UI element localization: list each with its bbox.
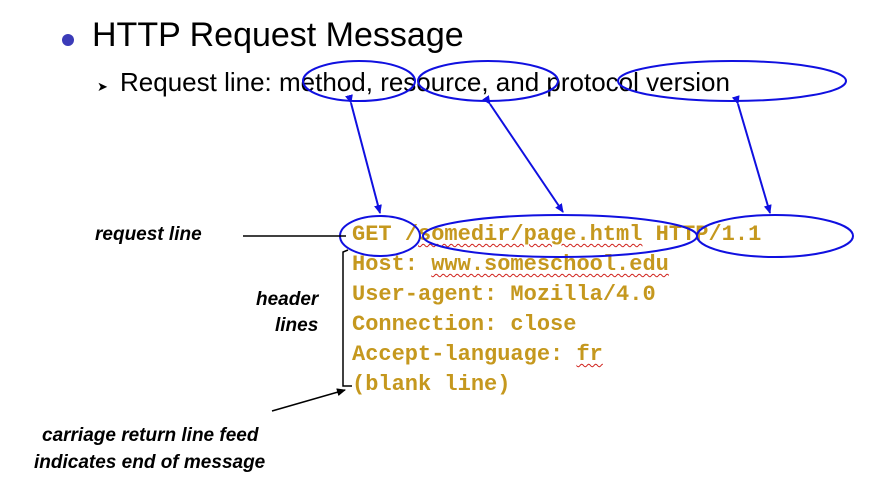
- crlf-label-2: indicates end of message: [34, 452, 266, 473]
- protocol-arrow: [731, 95, 772, 214]
- crlf-arrow: [271, 388, 346, 412]
- method-ellipse: [302, 60, 416, 102]
- resource-ellipse: [417, 60, 559, 102]
- bullet-dot: [62, 34, 74, 46]
- header-bracket: [342, 249, 352, 387]
- crlf-label-1: carriage return line feed: [42, 425, 259, 446]
- get-ellipse: [339, 215, 421, 257]
- req-path-slash: /: [404, 222, 419, 247]
- subtitle-separator: :: [264, 67, 279, 97]
- subtitle-comma: ,: [365, 67, 381, 97]
- lang-key: Accept-language:: [352, 342, 577, 367]
- lang-value: fr: [576, 342, 603, 367]
- protocol-ellipse: [617, 60, 847, 102]
- resource-arrow: [482, 95, 564, 213]
- req-method: GET: [352, 222, 405, 247]
- req-path: somedir/page.html: [418, 222, 643, 247]
- req-version: HTTP/1.1: [655, 222, 762, 247]
- slide-title: HTTP Request Message: [92, 16, 464, 54]
- method-arrow: [345, 94, 382, 214]
- subtitle-prefix: Request line: [120, 67, 265, 97]
- header-lines-label-2: lines: [275, 315, 319, 336]
- sub-bullet-icon: ➤: [97, 80, 108, 95]
- request-line-label: request line: [95, 224, 202, 245]
- subtitle-and: , and: [481, 67, 547, 97]
- header-lines-label-1: header: [256, 289, 319, 310]
- header-user-agent: User-agent: Mozilla/4.0: [352, 282, 656, 307]
- header-connection: Connection: close: [352, 312, 577, 337]
- header-accept-language: Accept-language: fr: [352, 340, 603, 370]
- subtitle-method: method: [279, 67, 366, 97]
- request-line-text: GET /somedir/page.html HTTP/1.1: [352, 220, 761, 250]
- path-ellipse: [422, 214, 698, 258]
- blank-line: (blank line): [352, 372, 511, 397]
- version-ellipse: [696, 214, 854, 258]
